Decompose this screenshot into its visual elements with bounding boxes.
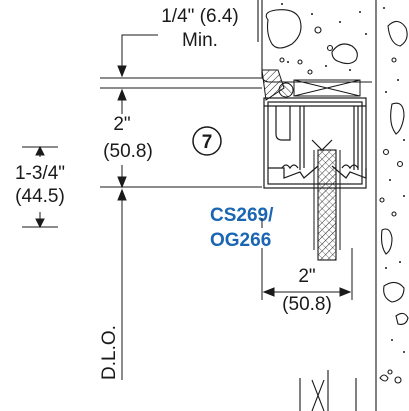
gasket-fin (341, 164, 359, 170)
arrowhead (117, 188, 127, 201)
aggregate (314, 26, 322, 34)
lower-section (299, 370, 357, 411)
arrowhead (117, 88, 127, 101)
arrowhead (339, 287, 352, 297)
aggregate (390, 102, 405, 135)
arrowhead (35, 218, 45, 229)
arrowhead (117, 65, 127, 78)
frame-outer (263, 97, 367, 189)
frame-extrusion (263, 97, 367, 189)
aggregate (331, 43, 358, 65)
glass-pane (313, 149, 341, 261)
setting-block (293, 79, 361, 97)
sealant-joint (261, 69, 361, 101)
aggregate (391, 211, 397, 217)
hatch-x (311, 379, 325, 411)
aggregate (391, 57, 397, 63)
block-diagonal (293, 79, 361, 97)
gasket-fin (281, 164, 299, 170)
aggregate (307, 69, 313, 75)
arrowhead (262, 287, 275, 297)
dim-left-label: 1-3/4" (15, 163, 65, 184)
aggregate (379, 197, 385, 203)
dlo-label: D.L.O. (99, 325, 120, 380)
glazing-pocket (275, 106, 291, 141)
concrete-dots (281, 3, 405, 353)
callout-line1: CS269/ (210, 205, 274, 226)
aggregate (265, 9, 302, 49)
callout-line2: OG266 (210, 230, 271, 251)
bottom-dim-metric: (50.8) (282, 294, 332, 315)
aggregate (383, 281, 405, 303)
gasket-left (268, 165, 319, 179)
wall-outline (261, 0, 372, 83)
backer-rod (278, 82, 294, 98)
detail-number-text: 7 (202, 132, 213, 153)
aggregate (387, 369, 393, 375)
dim-2in-metric: (50.8) (103, 141, 153, 162)
aggregate (382, 148, 390, 156)
aggregate (297, 59, 303, 65)
arrowhead (35, 145, 45, 156)
aggregate (394, 376, 402, 384)
aggregate (380, 228, 393, 255)
top-clearance-label: 1/4" (6.4) (161, 6, 239, 27)
gasket-right (331, 165, 367, 179)
bottom-dim-label: 2" (298, 266, 315, 287)
top-clearance-qualifier: Min. (182, 30, 218, 51)
dim-left-metric: (44.5) (15, 186, 65, 207)
top-clearance-leader (121, 34, 158, 74)
aggregate (326, 44, 334, 52)
frame-inner (267, 101, 363, 185)
aggregate (379, 374, 389, 382)
arrowhead (117, 176, 127, 189)
dimension-lines (22, 34, 353, 380)
aggregate (279, 57, 285, 63)
aggregate (395, 312, 409, 325)
aggregate (387, 20, 408, 47)
dim-2in-label: 2" (113, 114, 130, 135)
aggregate (396, 160, 404, 168)
gasket-lip (311, 139, 333, 151)
detail-number-circle (192, 126, 222, 156)
